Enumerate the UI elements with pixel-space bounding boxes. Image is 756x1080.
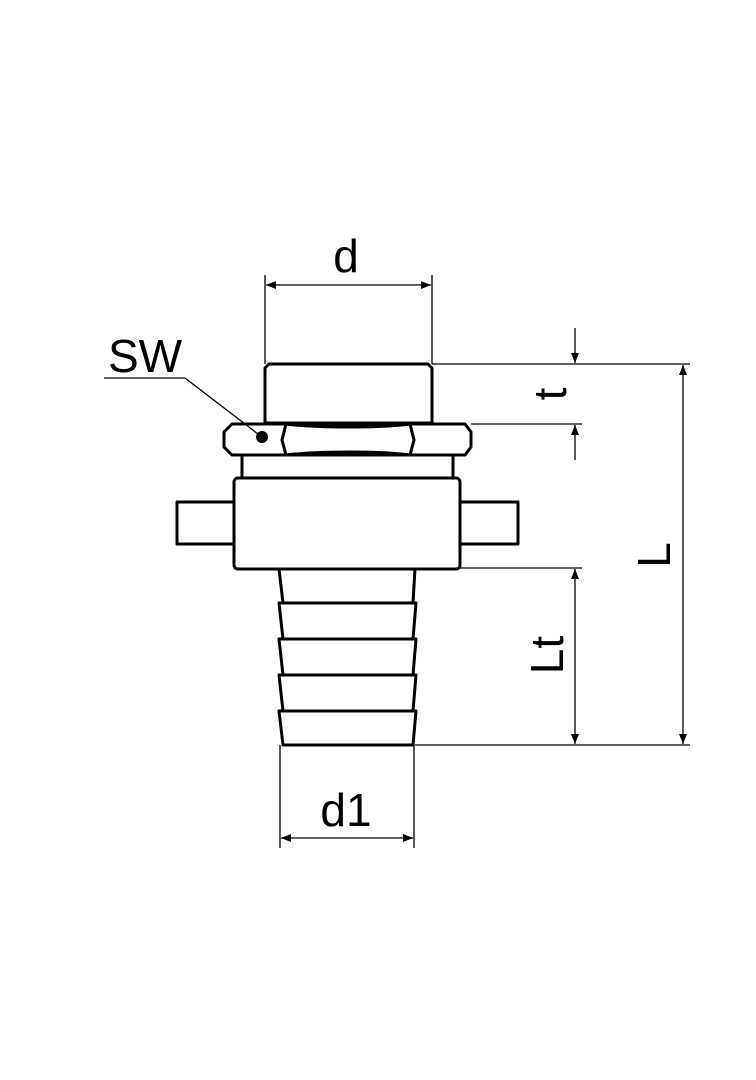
dimension-d: d bbox=[264, 230, 433, 364]
fitting-body bbox=[175, 362, 520, 747]
dimension-Lt: Lt bbox=[460, 567, 582, 744]
label-Lt: Lt bbox=[521, 636, 573, 675]
label-d: d bbox=[333, 230, 359, 282]
body bbox=[232, 476, 462, 571]
barb-ring bbox=[277, 601, 418, 641]
neck bbox=[240, 453, 455, 480]
thread-cap bbox=[263, 362, 434, 425]
hex-nut-faces bbox=[280, 422, 416, 457]
barb-ring bbox=[277, 567, 417, 605]
barb-ring bbox=[277, 673, 418, 713]
dimension-d1: d1 bbox=[279, 745, 415, 848]
leader-line bbox=[104, 377, 259, 435]
hex-nut bbox=[222, 422, 473, 457]
sw-marker-dot bbox=[256, 431, 268, 443]
barb-ring bbox=[277, 637, 418, 677]
barb-ring bbox=[277, 709, 418, 747]
dimension-sw: SW bbox=[104, 330, 259, 435]
dimension-L: L bbox=[415, 365, 690, 746]
hose-barb bbox=[277, 567, 418, 747]
label-L: L bbox=[628, 542, 680, 568]
label-t: t bbox=[524, 387, 576, 400]
dimension-t: t bbox=[432, 328, 690, 460]
label-sw: SW bbox=[108, 330, 183, 382]
label-d1: d1 bbox=[320, 784, 371, 836]
